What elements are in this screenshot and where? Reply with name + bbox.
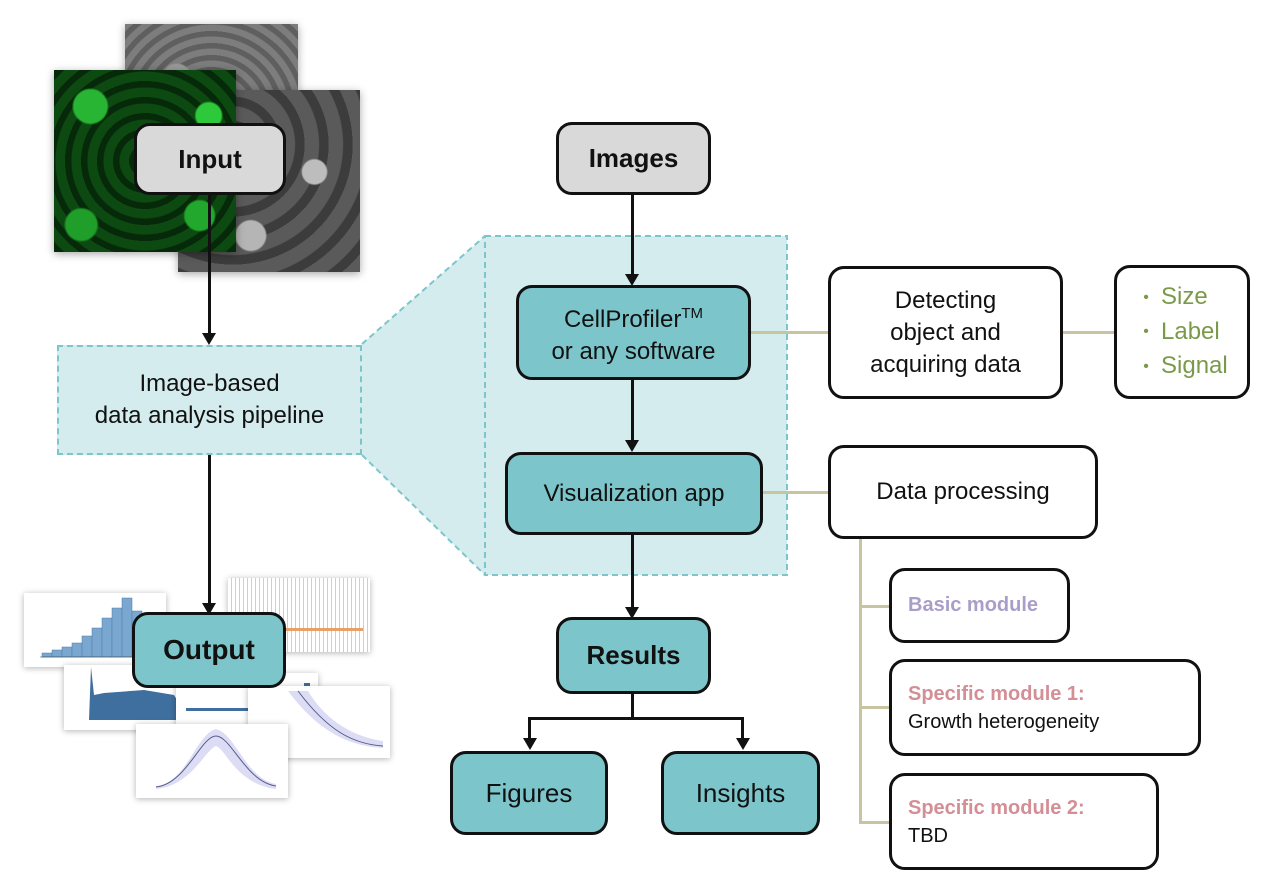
figures-label: Figures <box>485 777 573 808</box>
data-processing-label: Data processing <box>876 478 1050 505</box>
results-node: Results <box>556 617 711 694</box>
arrowhead-icon <box>202 333 216 345</box>
data-processing-node: Data processing <box>828 445 1098 539</box>
arrowhead-icon <box>625 440 639 452</box>
specific-module-2-subtitle: TBD <box>908 824 948 847</box>
images-to-software-connector <box>631 195 634 275</box>
pipeline-node: Image-based data analysis pipeline <box>57 345 362 455</box>
software-label-line1: CellProfilerTM <box>563 304 704 333</box>
feature-item-signal: •Signal <box>1131 349 1228 384</box>
feature-item-size: •Size <box>1131 280 1208 315</box>
pipeline-to-output-connector <box>208 455 211 603</box>
input-node: Input <box>134 123 286 195</box>
images-node: Images <box>556 122 711 195</box>
trademark-mark: TM <box>681 304 704 322</box>
specific-module-2-node: Specific module 2: TBD <box>889 773 1159 870</box>
figures-node: Figures <box>450 751 608 835</box>
visualization-to-results-connector <box>631 535 634 608</box>
basic-module-branch <box>859 605 891 608</box>
visualization-to-processing-connector <box>763 491 829 494</box>
basic-module-node: Basic module <box>889 568 1070 643</box>
software-to-detecting-connector <box>751 331 829 334</box>
bullet-icon: • <box>1143 288 1149 306</box>
detecting-to-features-connector <box>1063 331 1115 334</box>
specific-module-1-branch <box>859 706 891 709</box>
input-label: Input <box>178 143 242 174</box>
pipeline-label-line1: Image-based <box>139 370 280 397</box>
arrowhead-icon <box>736 738 750 750</box>
software-node: CellProfilerTM or any software <box>516 285 751 380</box>
software-to-visualization-connector <box>631 380 634 440</box>
software-label-line2: or any software <box>551 337 716 365</box>
pipeline-label-line2: data analysis pipeline <box>94 402 325 429</box>
results-label: Results <box>586 640 681 670</box>
specific-module-1-subtitle: Growth heterogeneity <box>908 710 1100 733</box>
arrowhead-icon <box>625 607 639 619</box>
intensity-histogram-icon <box>89 667 189 720</box>
results-branch-bar <box>528 717 744 720</box>
results-to-figures-connector <box>528 717 531 739</box>
results-branch-stem <box>631 694 634 719</box>
arrowhead-icon <box>625 274 639 286</box>
input-to-pipeline-connector <box>208 195 211 333</box>
bullet-icon: • <box>1143 357 1149 375</box>
specific-module-2-branch <box>859 821 891 824</box>
detecting-label-line3: acquiring data <box>870 350 1021 378</box>
images-label: Images <box>588 143 679 173</box>
insights-node: Insights <box>661 751 820 835</box>
specific-module-1-title: Specific module 1: <box>908 682 1085 705</box>
detecting-label-line1: Detecting <box>894 286 997 314</box>
results-to-insights-connector <box>741 717 744 739</box>
visualization-label: Visualization app <box>543 479 725 507</box>
bell-curve-thumbnail <box>136 724 288 798</box>
detecting-node: Detecting object and acquiring data <box>828 266 1063 399</box>
output-label: Output <box>163 634 255 665</box>
bullet-icon: • <box>1143 323 1149 341</box>
feature-item-label: •Label <box>1131 315 1220 350</box>
modules-tree-trunk <box>859 539 862 824</box>
features-node: •Size •Label •Signal <box>1114 265 1250 399</box>
insights-label: Insights <box>695 777 786 808</box>
output-node: Output <box>132 612 286 688</box>
visualization-node: Visualization app <box>505 452 763 535</box>
detecting-label-line2: object and <box>890 318 1001 346</box>
specific-module-1-node: Specific module 1: Growth heterogeneity <box>889 659 1201 756</box>
basic-module-title: Basic module <box>908 594 1039 616</box>
decay-curve-icon <box>288 690 384 748</box>
arrowhead-icon <box>523 738 537 750</box>
bell-curve-icon <box>155 729 277 789</box>
specific-module-2-title: Specific module 2: <box>908 796 1085 819</box>
